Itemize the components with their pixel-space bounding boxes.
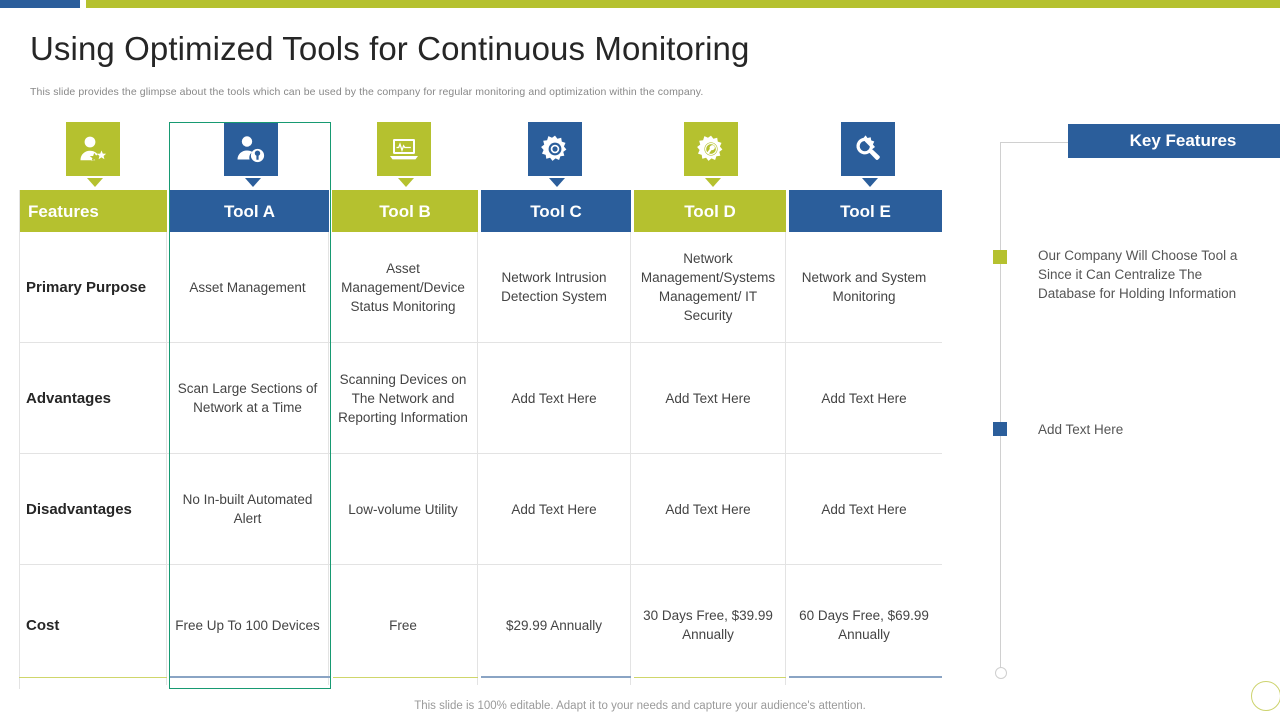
cell-tool-d-primary-purpose: Network Management/Systems Management/ I… — [631, 232, 786, 342]
table-header-tool-d: Tool D — [634, 190, 786, 232]
key-features-connector-vertical — [1000, 142, 1001, 672]
key-features-title: Key Features — [1068, 124, 1280, 158]
table-header-tool-b: Tool B — [332, 190, 478, 232]
table-header-row: Features Tool A Tool B Tool C Tool D Too… — [19, 190, 942, 232]
header-gap — [631, 190, 634, 232]
caret-down-icon-tool-e — [862, 178, 878, 187]
cell-tool-b-disadvantages: Low-volume Utility — [329, 454, 478, 564]
cell-tool-b-cost: Free — [329, 565, 478, 685]
page-title: Using Optimized Tools for Continuous Mon… — [30, 30, 750, 67]
bullet-square-blue — [993, 422, 1007, 436]
cell-tool-a-primary-purpose: Asset Management — [167, 232, 329, 342]
cell-tool-a-cost: Free Up To 100 Devices — [167, 565, 329, 685]
caret-down-icon-features — [87, 178, 103, 187]
key-features-item-2-text: Add Text Here — [1038, 422, 1124, 437]
table-row: Cost Free Up To 100 Devices Free $29.99 … — [19, 565, 942, 685]
table-header-tool-c: Tool C — [481, 190, 631, 232]
row-label-advantages: Advantages — [19, 343, 167, 453]
cell-tool-c-advantages: Add Text Here — [478, 343, 631, 453]
cell-tool-d-advantages: Add Text Here — [631, 343, 786, 453]
user-star-icon — [66, 122, 120, 176]
cell-tool-a-disadvantages: No In-built Automated Alert — [167, 454, 329, 564]
table-row: Advantages Scan Large Sections of Networ… — [19, 343, 942, 454]
gear-wrench-overlay-icon — [841, 122, 895, 176]
gear-icon — [528, 122, 582, 176]
table-row: Primary Purpose Asset Management Asset M… — [19, 232, 942, 343]
table-header-tool-e: Tool E — [789, 190, 942, 232]
caret-down-icon-tool-a — [245, 178, 261, 187]
table-underline-tool-b — [333, 677, 478, 678]
tools-comparison-table: Features Tool A Tool B Tool C Tool D Too… — [19, 190, 942, 685]
header-gap — [167, 190, 170, 232]
cell-tool-d-cost: 30 Days Free, $39.99 Annually — [631, 565, 786, 685]
cell-tool-a-advantages: Scan Large Sections of Network at a Time — [167, 343, 329, 453]
header-gap — [478, 190, 481, 232]
table-row: Disadvantages No In-built Automated Aler… — [19, 454, 942, 565]
cell-tool-c-disadvantages: Add Text Here — [478, 454, 631, 564]
top-accent-bar-green — [86, 0, 1280, 8]
footer-note: This slide is 100% editable. Adapt it to… — [414, 700, 866, 712]
top-accent-bar-blue — [0, 0, 80, 8]
caret-down-icon-tool-d — [705, 178, 721, 187]
key-features-connector-horizontal — [1000, 142, 1070, 143]
cell-tool-c-cost: $29.99 Annually — [478, 565, 631, 685]
table-underline-tool-c — [481, 676, 631, 678]
cell-tool-e-primary-purpose: Network and System Monitoring — [801, 270, 927, 304]
key-features-endpoint-circle — [995, 667, 1007, 679]
caret-down-icon-tool-b — [398, 178, 414, 187]
table-underline-tool-a — [170, 676, 330, 678]
key-features-item-1-text: Our Company Will Choose Tool a Since it … — [1038, 248, 1238, 301]
caret-down-icon-tool-c — [549, 178, 565, 187]
cell-tool-e-disadvantages: Add Text Here — [821, 501, 907, 517]
bullet-square-green — [993, 250, 1007, 264]
row-label-disadvantages: Disadvantages — [19, 454, 167, 564]
table-underline-tool-e — [789, 676, 942, 678]
table-header-features: Features — [19, 190, 167, 232]
decorative-corner-circle — [1251, 681, 1280, 711]
header-gap — [786, 190, 789, 232]
row-label-cost: Cost — [19, 565, 167, 685]
cell-tool-b-advantages: Scanning Devices on The Network and Repo… — [329, 343, 478, 453]
table-underline-tool-d — [634, 677, 786, 678]
cell-tool-d-disadvantages: Add Text Here — [631, 454, 786, 564]
cell-tool-c-primary-purpose: Network Intrusion Detection System — [478, 232, 631, 342]
cell-tool-b-primary-purpose: Asset Management/Device Status Monitorin… — [329, 232, 478, 342]
row-label-primary-purpose: Primary Purpose — [19, 232, 167, 342]
table-underline-features — [19, 677, 167, 678]
laptop-monitor-icon — [377, 122, 431, 176]
tool-icon-row — [0, 122, 960, 192]
table-header-tool-a: Tool A — [170, 190, 329, 232]
page-subtitle: This slide provides the glimpse about th… — [30, 86, 704, 98]
user-key-icon — [224, 122, 278, 176]
table-left-edge — [19, 190, 20, 689]
cell-tool-e-advantages: Add Text Here — [821, 390, 907, 406]
cell-tool-e-cost: 60 Days Free, $69.99 Annually — [799, 608, 929, 642]
gear-wrench-icon — [684, 122, 738, 176]
